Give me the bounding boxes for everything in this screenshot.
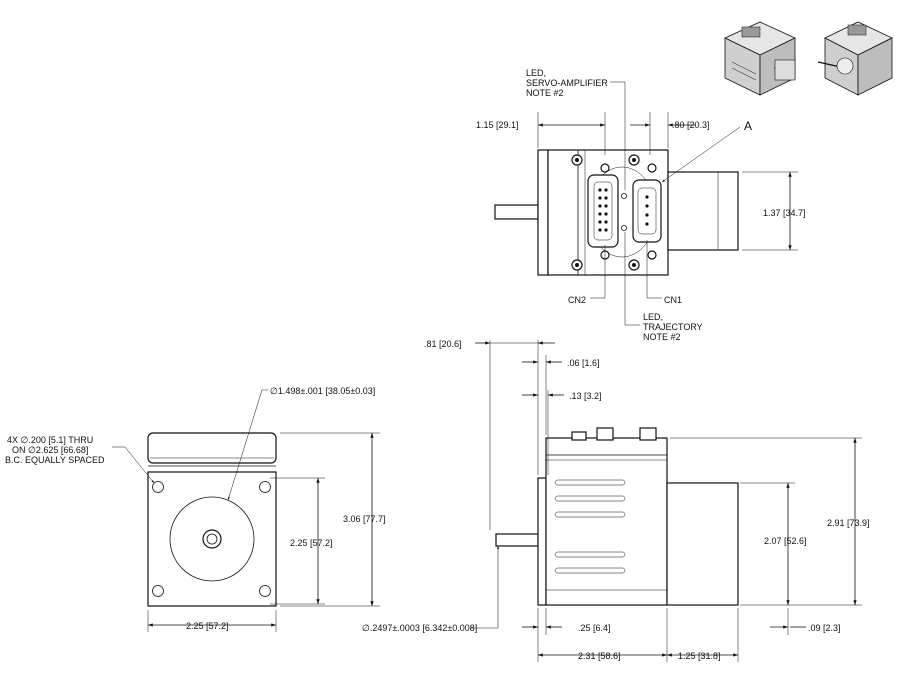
cn1-label: CN1 — [664, 295, 682, 305]
side-dim-body-len: 2.31 [58.6] — [578, 651, 621, 661]
side-view — [495, 427, 739, 606]
led-trajectory — [621, 225, 627, 231]
iso-view-right — [817, 21, 893, 96]
led-traj-label-1: LED, — [643, 312, 663, 322]
pilot-circle — [169, 496, 255, 582]
led-traj-label-2: TRAJECTORY — [643, 322, 703, 332]
side-dim-flange-a: .06 [1.6] — [567, 358, 600, 368]
mount-hole-br — [259, 585, 271, 597]
hole-note-3: B.C. EQUALLY SPACED — [5, 455, 105, 465]
led-servo-label-1: LED, — [526, 68, 546, 78]
callout-a: A — [744, 119, 752, 133]
top-dim-right: .80 [20.3] — [672, 120, 710, 130]
front-dim-bolt-height: 2.25 [57.2] — [290, 538, 333, 548]
top-view-annotations: LED, SERVO-AMPLIFIER NOTE #2 1.15 [29.1]… — [476, 68, 806, 342]
cn2-pins — [598, 188, 608, 232]
side-dim-rear-offset: .09 [2.3] — [808, 623, 841, 633]
side-dim-rear-height: 2.07 [52.6] — [764, 536, 807, 546]
top-view — [494, 149, 739, 276]
side-dim-rear-len: 1.25 [31.8] — [678, 651, 721, 661]
hole-note-2: ON ∅2.625 [66.68] — [12, 445, 88, 455]
side-dim-pilot: .25 [6.4] — [578, 623, 611, 633]
side-dim-flange-b: .13 [3.2] — [569, 391, 602, 401]
led-servo-amplifier — [621, 193, 627, 199]
mount-hole-bl — [152, 585, 164, 597]
led-traj-label-3: NOTE #2 — [643, 332, 681, 342]
front-dim-total-height: 3.06 [77.7] — [343, 514, 386, 524]
side-dim-shaft-len: .81 [20.6] — [424, 339, 462, 349]
side-view-annotations: .81 [20.6] .06 [1.6] .13 [3.2] 2.91 [73.… — [362, 339, 870, 662]
led-servo-label-2: SERVO-AMPLIFIER — [526, 78, 608, 88]
front-view — [147, 432, 277, 607]
top-dim-height: 1.37 [34.7] — [763, 208, 806, 218]
led-servo-label-3: NOTE #2 — [526, 88, 564, 98]
hole-note-1: 4X ∅.200 [5.1] THRU — [7, 435, 93, 445]
top-dim-left: 1.15 [29.1] — [476, 120, 519, 130]
mount-hole-tl — [152, 481, 164, 493]
iso-view-left — [724, 21, 796, 96]
cn1-pins — [645, 195, 649, 226]
side-dim-total-height: 2.91 [73.9] — [827, 518, 870, 528]
mount-hole-tr — [259, 481, 271, 493]
front-dim-width: 2.25 [57.2] — [186, 621, 229, 631]
shaft-dia-label: ∅.2497±.0003 [6.342±0.008] — [362, 623, 477, 633]
pilot-dia-label: ∅1.498±.001 [38.05±0.03] — [270, 386, 375, 396]
cn2-label: CN2 — [568, 295, 586, 305]
front-view-annotations: 4X ∅.200 [5.1] THRU ON ∅2.625 [66.68] B.… — [5, 386, 386, 632]
